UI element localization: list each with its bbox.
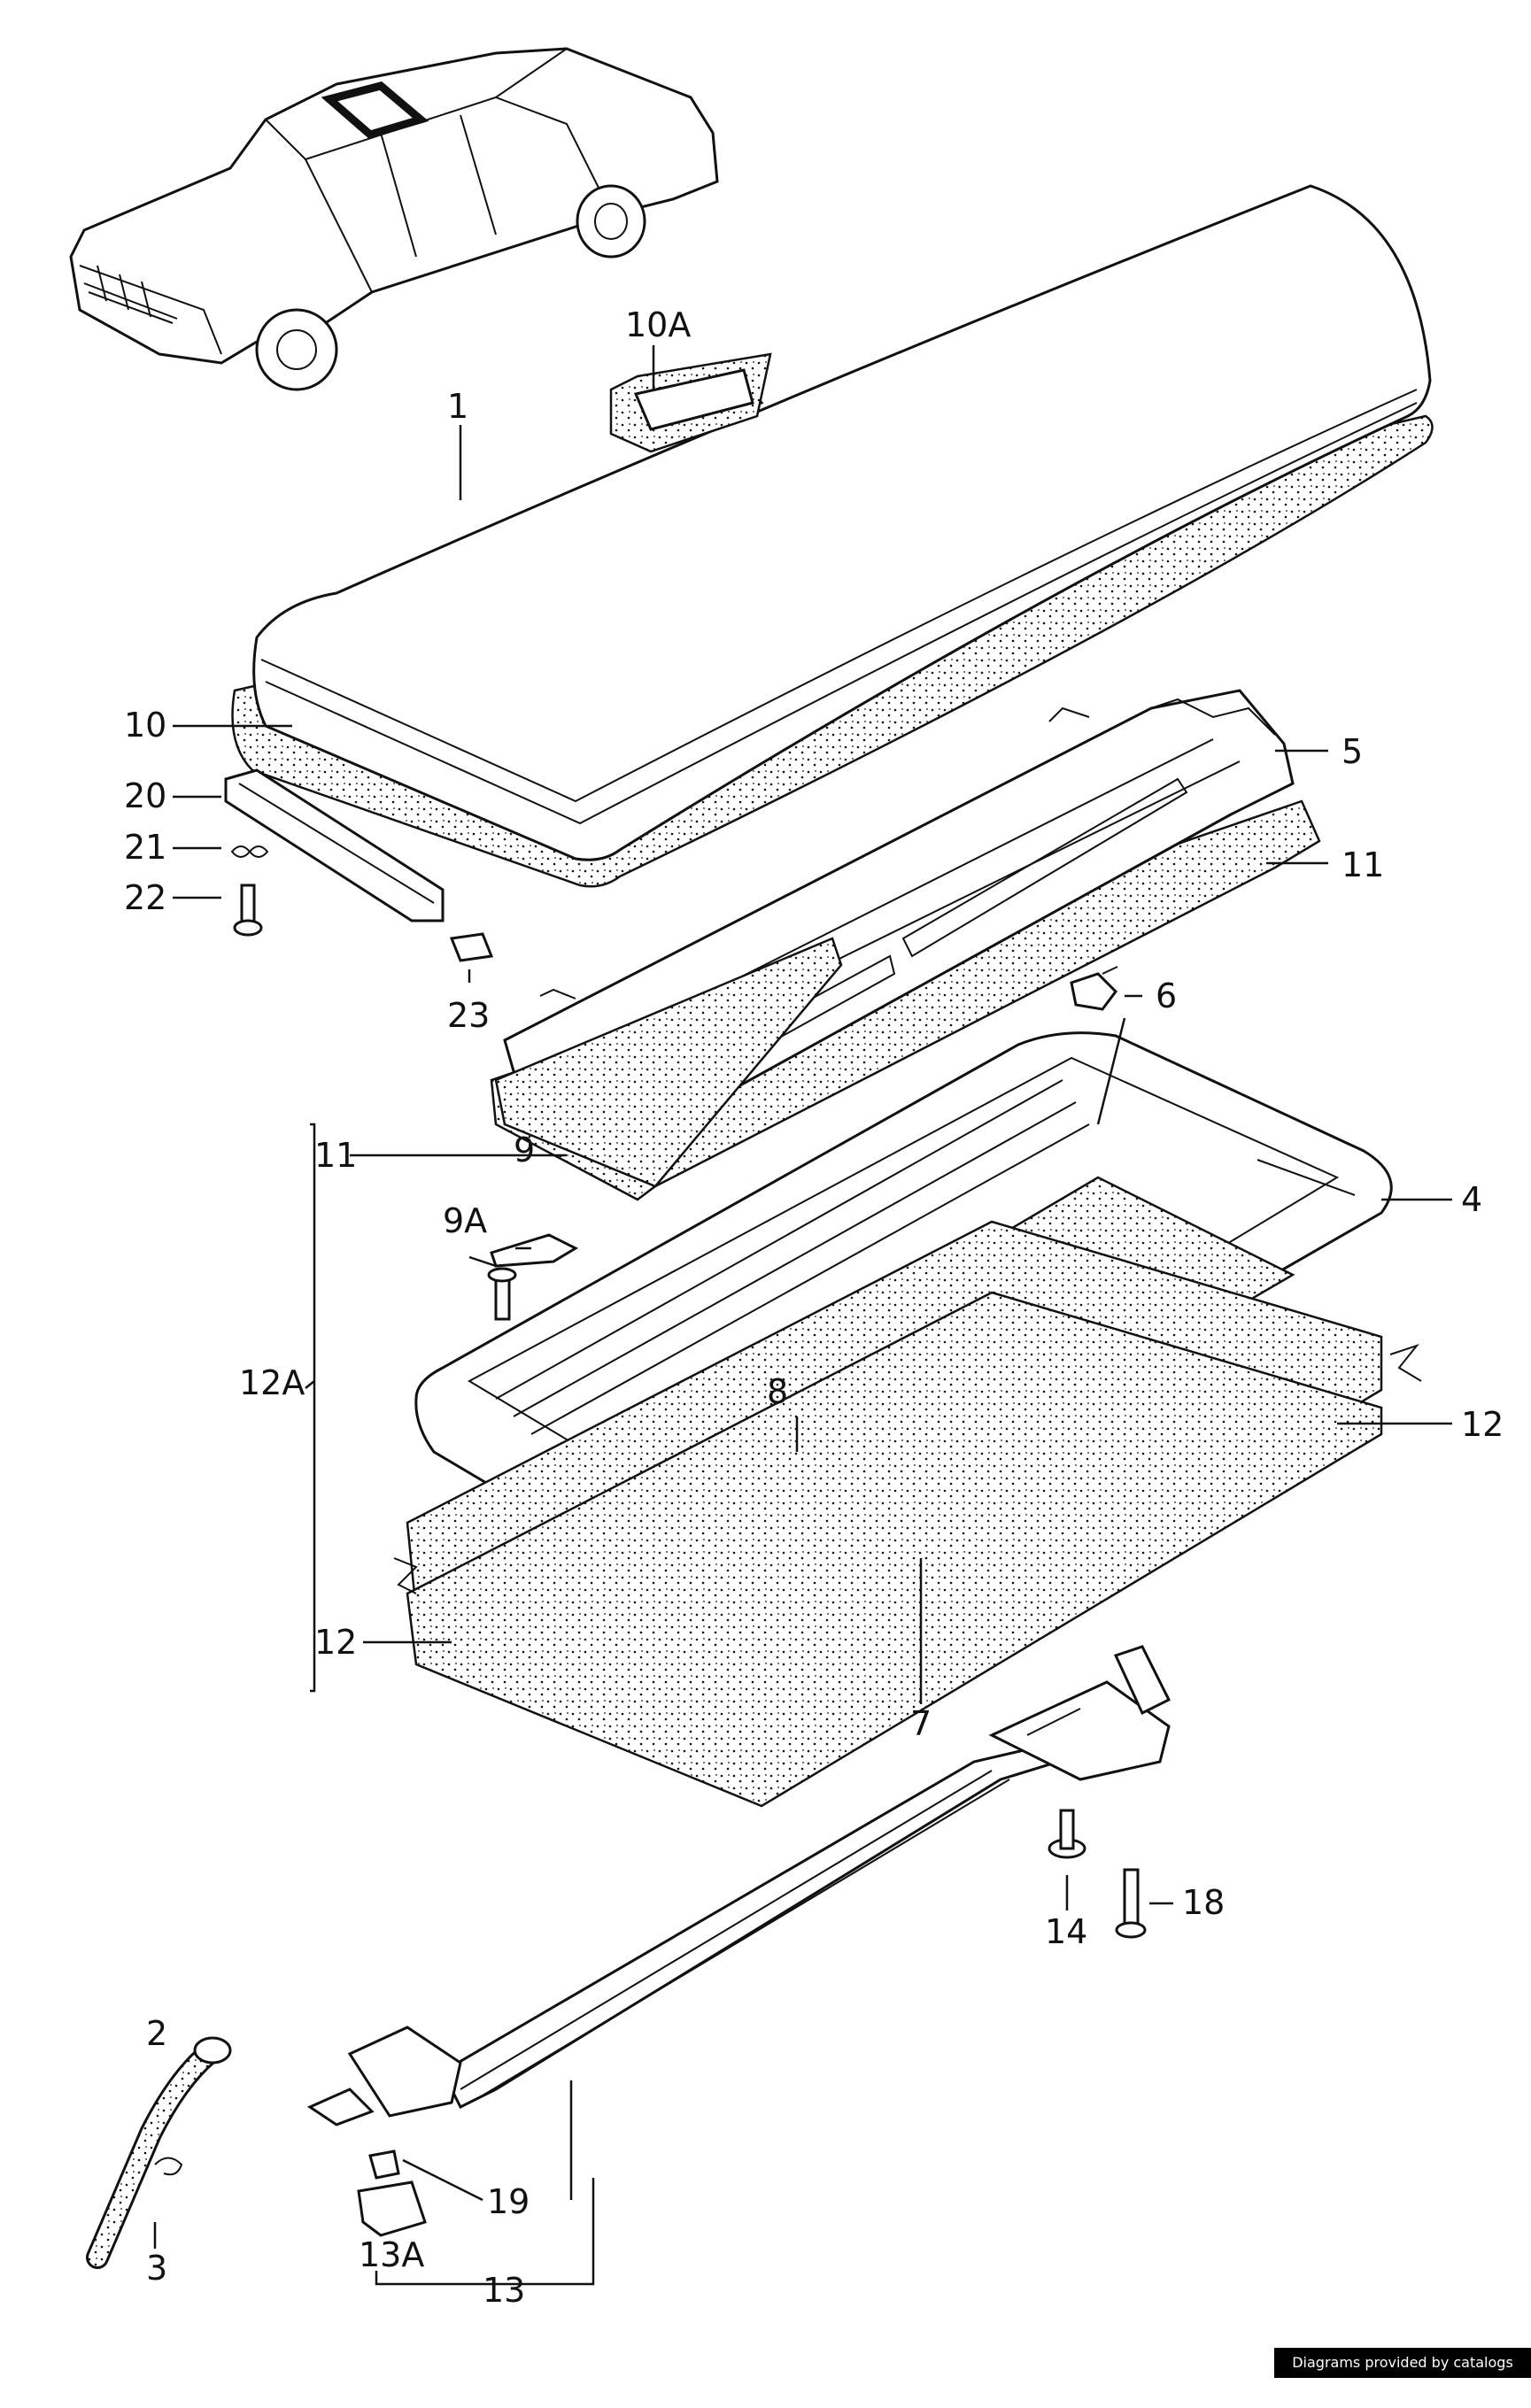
footer-credit: Diagrams provided by catalogs parts	[1274, 2348, 1531, 2401]
label-4: 4	[1461, 1180, 1482, 1219]
label-1: 1	[447, 387, 468, 426]
group-bracket-13	[375, 2178, 595, 2286]
label-7: 7	[910, 1704, 932, 1743]
label-6: 6	[1156, 976, 1177, 1015]
label-11-top: 11	[1342, 845, 1384, 884]
callout-labels: 1 10A 10 20 21 22 23 5 11 6 4 11 9 9A 12…	[124, 305, 1504, 2310]
label-23: 23	[447, 996, 490, 1035]
clip-21	[230, 845, 269, 858]
label-14: 14	[1045, 1912, 1087, 1951]
label-12-right: 12	[1461, 1405, 1504, 1444]
label-2: 2	[146, 2014, 167, 2053]
label-9A: 9A	[443, 1201, 487, 1240]
trim-strip-20	[224, 768, 445, 922]
label-9: 9	[514, 1131, 535, 1169]
label-19: 19	[487, 2182, 530, 2221]
label-13: 13	[483, 2271, 525, 2310]
label-10: 10	[124, 706, 166, 745]
screw-14	[1048, 1809, 1086, 1859]
sunroof-glass-panel	[231, 184, 1434, 888]
label-21: 21	[124, 828, 166, 867]
lever-9	[490, 1233, 579, 1268]
label-12-left: 12	[314, 1623, 357, 1662]
car-thumbnail	[69, 47, 719, 391]
foam-pad-12-lower	[393, 1220, 1422, 1808]
leader-lines	[153, 345, 1452, 2249]
label-18: 18	[1182, 1883, 1225, 1922]
drain-hose-2	[86, 2036, 232, 2269]
label-20: 20	[124, 776, 166, 815]
label-13A: 13A	[359, 2235, 424, 2274]
screw-18	[1115, 1868, 1147, 1939]
label-3: 3	[146, 2249, 167, 2288]
label-12A: 12A	[239, 1363, 305, 1402]
label-8: 8	[767, 1372, 788, 1411]
rivet-9A	[487, 1267, 517, 1321]
foam-pad-11	[494, 937, 843, 1188]
label-10A: 10A	[625, 305, 691, 344]
label-11-left: 11	[314, 1136, 357, 1175]
guide-rail-13	[306, 1645, 1171, 2126]
nut-23	[449, 932, 494, 962]
label-5: 5	[1342, 732, 1363, 771]
screw-22	[233, 884, 263, 937]
nut-19	[368, 2149, 400, 2180]
hose-clamp-3	[154, 2157, 183, 2176]
clip-6	[1070, 966, 1118, 1011]
label-22: 22	[124, 878, 166, 917]
bracket-13A	[357, 2180, 427, 2237]
